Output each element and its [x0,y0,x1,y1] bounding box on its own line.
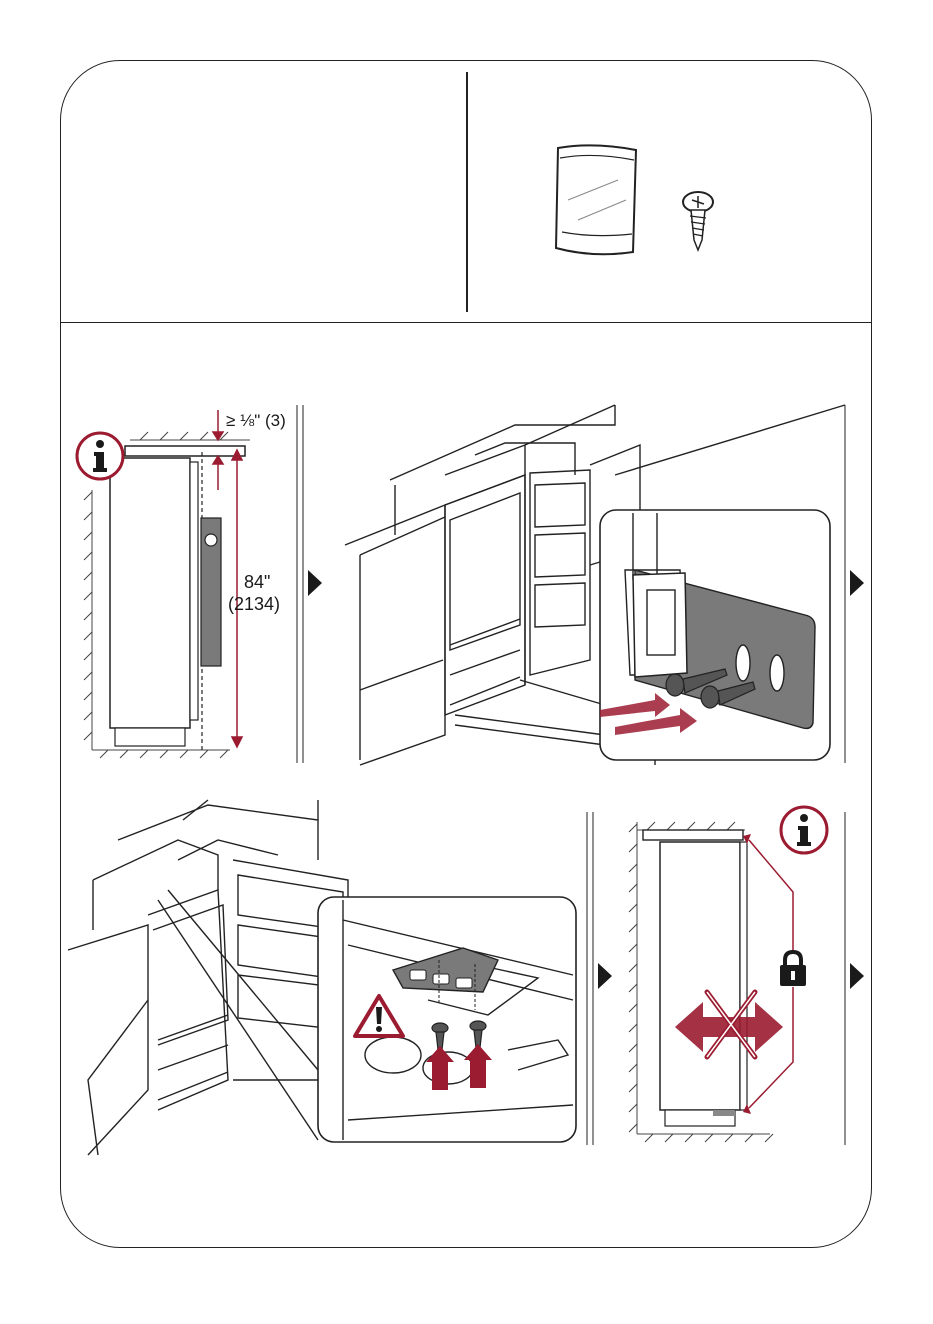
next-step-arrow-icon[interactable] [850,963,864,989]
step-separator [843,812,847,1147]
next-step-arrow-icon[interactable] [308,570,322,596]
info-icon [74,430,126,482]
section-divider [60,322,872,323]
screw-icon [680,190,720,252]
step-separator [585,812,597,1147]
step2-appliance-view [335,405,845,765]
step3-appliance-view [68,800,583,1160]
parts-bag-icon [548,140,643,260]
gap-dimension-label: ≥ ⅛" (3) [226,411,286,431]
warning-triangle-icon [352,993,406,1039]
step-separator [295,405,307,765]
height-dimension-label: 84" [244,572,270,593]
step4-side-view [625,812,845,1147]
padlock-icon [777,950,809,988]
next-step-arrow-icon[interactable] [850,570,864,596]
step-separator [843,405,847,765]
info-icon [778,804,830,856]
next-step-arrow-icon[interactable] [598,963,612,989]
height-dimension-mm-label: (2134) [228,594,280,615]
parts-divider [466,72,468,312]
